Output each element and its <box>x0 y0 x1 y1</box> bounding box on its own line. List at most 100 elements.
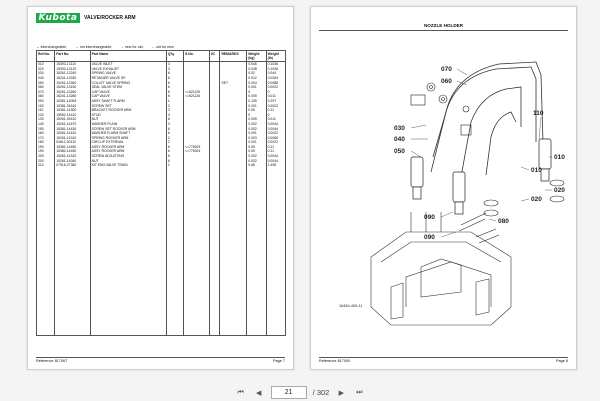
table-cell: 6 <box>165 94 185 99</box>
table-cell: 140 <box>35 121 56 127</box>
page-navigation-toolbar: ⏮ ◀ 21 / 302 ▶ ⏭ <box>0 384 600 401</box>
table-cell: 6 <box>165 85 185 90</box>
callout-label: 090 <box>424 234 435 241</box>
footer-reference: Reference 817000 <box>319 359 351 363</box>
first-page-icon[interactable]: ⏮ <box>237 388 244 396</box>
table-cell: 210 <box>35 163 56 168</box>
table-cell: 190 <box>35 149 56 155</box>
header-cell: REMARKS <box>219 49 248 63</box>
table-cell: <=776923 <box>183 144 210 150</box>
kubota-logo: Kubota <box>36 13 80 23</box>
table-cell: 16241-13330 <box>54 75 91 81</box>
table-cell: 15261-14310 <box>54 135 91 141</box>
engine-block <box>370 212 512 326</box>
callout-label: 050 <box>394 148 405 155</box>
table-cell: 1 <box>165 163 185 168</box>
table-cell: 030 <box>35 71 56 76</box>
table-cell: 0 <box>265 89 287 95</box>
footer-reference: Reference 817067 <box>36 359 68 363</box>
table-cell <box>265 167 287 336</box>
table-cell: 180 <box>35 140 56 145</box>
table-cell: 0.11 <box>265 108 287 113</box>
table-cell: 15261-13360 <box>54 80 91 86</box>
table-cell: 110 <box>35 108 56 113</box>
table-cell: 0 <box>265 112 287 118</box>
table-cell: 0.1036 <box>265 61 287 67</box>
table-cell: 160 <box>35 131 56 136</box>
table-cell: 0.297 <box>265 98 287 104</box>
table-cell: 15381-14450 <box>54 144 91 150</box>
table-cell: 130 <box>35 117 56 122</box>
table-cell: 0.0022 <box>265 103 287 109</box>
table-cell: <=776924 <box>183 149 210 155</box>
table-cell: 15393-13110 <box>54 61 91 67</box>
table-cell: 15261-13260 <box>54 89 91 95</box>
table-cell: 15261-14410 <box>54 131 91 136</box>
table-cell: 150 <box>35 126 56 132</box>
callout-label: 080 <box>498 218 509 225</box>
table-cell: <=621125 <box>183 89 210 95</box>
table-cell: 15261-14470 <box>54 121 91 127</box>
table-cell <box>183 154 210 159</box>
table-cell: 6 <box>165 117 185 122</box>
left-page: Kubota VALVE/ROCKER ARM ↔ interchangeabl… <box>27 6 294 370</box>
table-cell: 070 <box>35 89 56 95</box>
table-cell: 0.0066 <box>265 135 287 141</box>
table-cell <box>183 103 210 109</box>
header-cell: S.No. <box>183 49 210 63</box>
leader-lines <box>410 68 552 238</box>
table-cell: 0.0022 <box>265 140 287 145</box>
table-cell: 0.0044 <box>265 121 287 127</box>
table-header-row: Ref.No. Part No. Part Name Q'ty S.No. I/… <box>35 49 287 63</box>
table-cell: 6 <box>165 75 185 81</box>
table-cell: 040 <box>35 75 56 81</box>
footer-divider <box>36 357 285 358</box>
table-cell <box>183 163 210 168</box>
table-cell: 3 <box>165 121 185 127</box>
title-divider <box>319 30 568 31</box>
footer-page-number: Page 7 <box>272 359 285 363</box>
header-cell: Part No. <box>54 49 91 63</box>
callout-label: 020 <box>554 187 565 194</box>
callout-label: 010 <box>531 167 542 174</box>
callout-label: 020 <box>531 196 542 203</box>
table-cell <box>183 126 210 132</box>
table-cell: 3 <box>165 66 185 72</box>
header-cell: Weight (kg) <box>246 49 267 63</box>
table-cell: 120 <box>35 112 56 118</box>
footer-page-number: Page 8 <box>555 359 568 363</box>
table-cell: 15261-14340 <box>54 158 91 164</box>
header-cell: Q'ty <box>165 49 185 63</box>
table-cell: 15393-13120 <box>54 66 91 72</box>
table-cell: 0.0044 <box>265 126 287 132</box>
header-cell: Weight (lb) <box>265 49 287 63</box>
current-page-input[interactable]: 21 <box>270 386 307 399</box>
prev-page-icon[interactable]: ◀ <box>255 389 262 397</box>
table-cell: 020 <box>35 66 56 72</box>
table-cell: 6 <box>165 131 185 136</box>
table-cell: 0.1036 <box>265 66 287 72</box>
table-cell <box>183 140 210 145</box>
next-page-icon[interactable]: ▶ <box>338 389 345 397</box>
table-cell <box>183 66 210 72</box>
table-cell: 2 <box>165 103 185 109</box>
table-cell <box>183 167 210 336</box>
clamp-parts <box>410 82 565 244</box>
table-cell: 15381-91610 <box>54 103 91 109</box>
table-cell <box>246 167 267 336</box>
table-cell <box>89 167 167 336</box>
table-cell <box>183 131 210 136</box>
callout-label: 060 <box>441 78 452 85</box>
table-cell: 2 <box>165 140 185 145</box>
last-page-icon[interactable]: ⏭ <box>356 388 363 396</box>
